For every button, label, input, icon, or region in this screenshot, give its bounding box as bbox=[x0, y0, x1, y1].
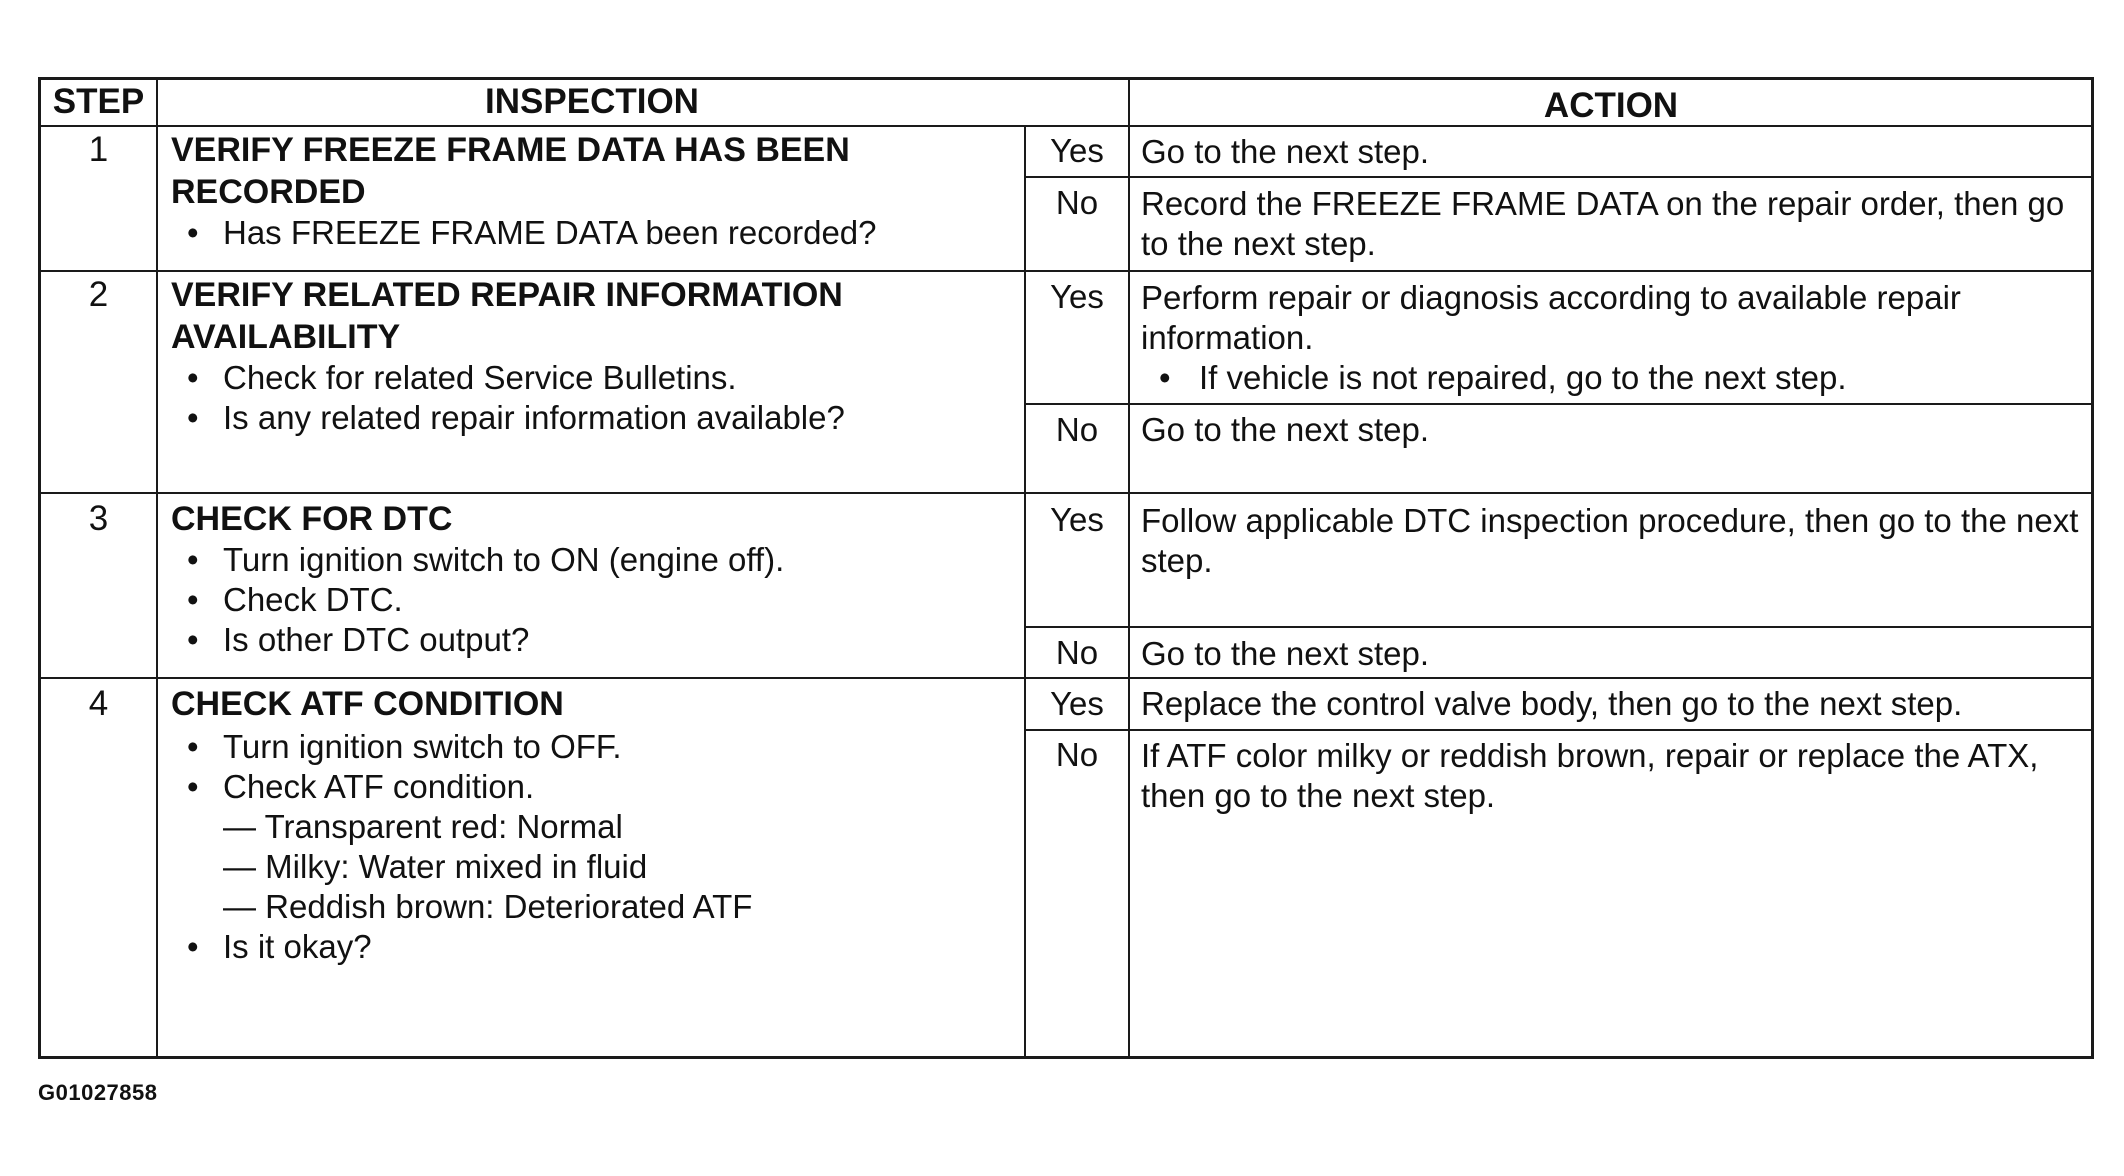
no-label: No bbox=[1055, 184, 1099, 221]
header-action: ACTION bbox=[1543, 86, 1679, 125]
no-action: If ATF color milky or reddish brown, rep… bbox=[1141, 737, 2039, 814]
yes-no-divider-3 bbox=[1024, 626, 2091, 628]
step-inspection: VERIFY FREEZE FRAME DATA HAS BEEN RECORD… bbox=[171, 129, 1011, 253]
header-inspection: INSPECTION bbox=[485, 82, 699, 121]
bullet-marker: • bbox=[187, 928, 199, 965]
step-inspection: CHECK ATF CONDITION • Turn ignition switc… bbox=[171, 683, 1011, 967]
bullet-marker: • bbox=[187, 581, 199, 618]
yes-no-divider-2 bbox=[1024, 403, 2091, 405]
bullet-text: Is it okay? bbox=[223, 928, 372, 965]
yes-no-divider-1 bbox=[1024, 176, 2091, 178]
bullet-marker: • bbox=[187, 399, 199, 436]
no-label: No bbox=[1055, 634, 1099, 671]
step-number: 4 bbox=[88, 684, 109, 723]
bullet-text: Turn ignition switch to OFF. bbox=[223, 728, 622, 765]
bullet-marker: • bbox=[1159, 359, 1171, 396]
step-number: 2 bbox=[88, 275, 109, 314]
row-divider-2 bbox=[41, 492, 2091, 494]
step-inspection: CHECK FOR DTC • Turn ignition switch to O… bbox=[171, 498, 1011, 660]
header-step: STEP bbox=[52, 82, 145, 121]
yes-label: Yes bbox=[1050, 501, 1104, 538]
condition-sub-item: — Reddish brown: Deteriorated ATF bbox=[223, 888, 753, 925]
step-title: CHECK FOR DTC bbox=[171, 500, 453, 538]
bullet-text: Is other DTC output? bbox=[223, 621, 530, 658]
yes-action: Follow applicable DTC inspection procedu… bbox=[1141, 502, 2079, 579]
bullet-marker: • bbox=[187, 621, 199, 658]
column-divider-action bbox=[1128, 80, 1130, 1056]
yes-label: Yes bbox=[1050, 685, 1104, 722]
no-label: No bbox=[1055, 411, 1099, 448]
yes-label: Yes bbox=[1050, 132, 1104, 169]
bullet-text: Turn ignition switch to ON (engine off). bbox=[223, 541, 785, 578]
no-label: No bbox=[1055, 736, 1099, 773]
yes-action: Go to the next step. bbox=[1141, 133, 1430, 170]
yes-action: Perform repair or diagnosis according to… bbox=[1141, 279, 1961, 356]
step-number: 3 bbox=[88, 499, 109, 538]
action-bullet: • If vehicle is not repaired, go to the n… bbox=[1141, 358, 2081, 398]
no-action: Go to the next step. bbox=[1141, 635, 1430, 672]
inspection-bullet: • Turn ignition switch to ON (engine off)… bbox=[171, 540, 1011, 580]
inspection-bullet: • Is other DTC output? bbox=[171, 620, 1011, 660]
column-divider-step bbox=[156, 80, 158, 1056]
inspection-table: STEP INSPECTION ACTION 1 VERIFY FREEZE F… bbox=[38, 77, 2094, 1059]
bullet-text: Has FREEZE FRAME DATA been recorded? bbox=[223, 214, 877, 251]
inspection-bullet: • Has FREEZE FRAME DATA been recorded? bbox=[171, 213, 1011, 253]
bullet-text: If vehicle is not repaired, go to the ne… bbox=[1199, 359, 1847, 396]
column-divider-yes-no bbox=[1024, 125, 1026, 1056]
condition-sub-item: — Milky: Water mixed in fluid bbox=[223, 848, 648, 885]
step-title: CHECK ATF CONDITION bbox=[171, 685, 564, 723]
no-action: Go to the next step. bbox=[1141, 411, 1430, 448]
bullet-text: Check DTC. bbox=[223, 581, 403, 618]
condition-sub-item: — Transparent red: Normal bbox=[223, 808, 623, 845]
inspection-bullet: • Check ATF condition. bbox=[171, 767, 1011, 807]
bullet-marker: • bbox=[187, 768, 199, 805]
row-divider-1 bbox=[41, 270, 2091, 272]
bullet-text: Is any related repair information availa… bbox=[223, 399, 845, 436]
step-number: 1 bbox=[88, 130, 109, 169]
yes-no-divider-4 bbox=[1024, 729, 2091, 731]
inspection-bullet: • Is any related repair information avail… bbox=[171, 398, 1011, 438]
step-title: VERIFY FREEZE FRAME DATA HAS BEEN RECORD… bbox=[171, 131, 850, 211]
inspection-bullet: • Check DTC. bbox=[171, 580, 1011, 620]
bullet-marker: • bbox=[187, 541, 199, 578]
step-title: VERIFY RELATED REPAIR INFORMATION AVAILA… bbox=[171, 276, 843, 356]
document-id: G01027858 bbox=[38, 1080, 158, 1105]
yes-action-block: Perform repair or diagnosis according to… bbox=[1141, 278, 2081, 398]
inspection-bullet: • Check for related Service Bulletins. bbox=[171, 358, 1011, 398]
no-action: Record the FREEZE FRAME DATA on the repa… bbox=[1141, 185, 2065, 262]
bullet-text: Check ATF condition. bbox=[223, 768, 535, 805]
bullet-marker: • bbox=[187, 359, 199, 396]
inspection-bullet: • Is it okay? bbox=[171, 927, 1011, 967]
bullet-marker: • bbox=[187, 214, 199, 251]
header-divider bbox=[41, 125, 2091, 127]
row-divider-3 bbox=[41, 677, 2091, 679]
yes-action: Replace the control valve body, then go … bbox=[1141, 685, 1963, 722]
step-inspection: VERIFY RELATED REPAIR INFORMATION AVAILA… bbox=[171, 274, 1011, 438]
yes-label: Yes bbox=[1050, 278, 1104, 315]
bullet-marker: • bbox=[187, 728, 199, 765]
inspection-bullet: • Turn ignition switch to OFF. bbox=[171, 727, 1011, 767]
bullet-text: Check for related Service Bulletins. bbox=[223, 359, 737, 396]
